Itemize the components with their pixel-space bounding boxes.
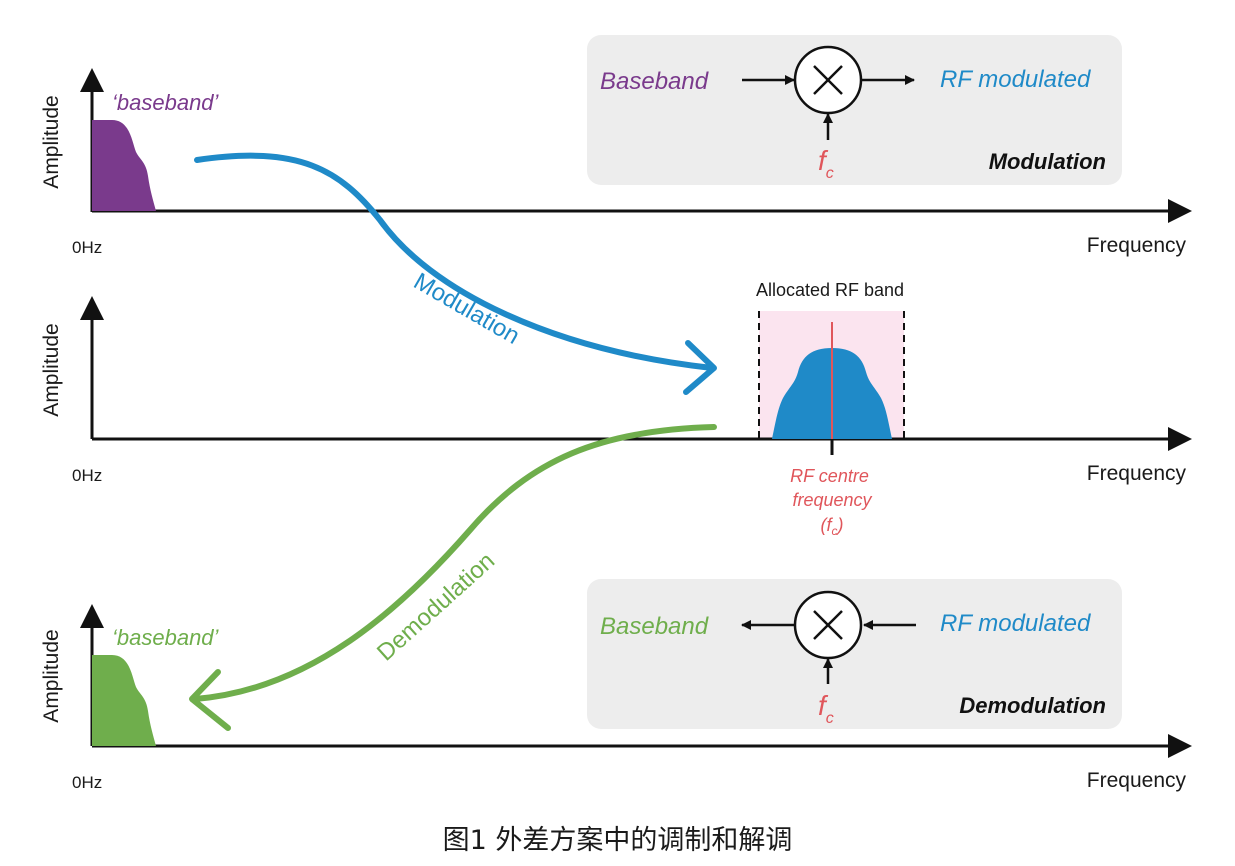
modulation-output-label: RF modulated xyxy=(940,66,1091,93)
demodulation-box: Baseband RF modulated fc Demodulation xyxy=(587,579,1122,729)
demodulation-arrowhead xyxy=(189,669,231,731)
origin-label: 0Hz xyxy=(72,773,102,792)
centre-frequency-label: RF centre frequency xyxy=(790,466,874,510)
origin-label: 0Hz xyxy=(72,466,102,485)
x-axis-arrowhead xyxy=(1168,734,1192,758)
baseband-spectrum xyxy=(92,655,156,746)
x-axis-label: Frequency xyxy=(1087,234,1187,257)
centre-frequency-symbol: (fc) xyxy=(821,515,844,538)
modulation-title: Modulation xyxy=(989,149,1106,174)
signal-label: ‘baseband’ xyxy=(112,90,220,115)
y-axis-arrowhead xyxy=(80,296,104,320)
modulation-box-bg xyxy=(587,35,1122,185)
figure-caption: 图1 外差方案中的调制和解调 xyxy=(442,825,793,856)
modulation-curve xyxy=(194,152,715,371)
mixer-cross-2 xyxy=(813,610,843,640)
signal-label: ‘baseband’ xyxy=(112,625,220,650)
x-axis-label: Frequency xyxy=(1087,769,1187,792)
demodulation-curve xyxy=(192,424,717,702)
modulation-arrow-label: Modulation xyxy=(409,268,524,350)
modulation-box: Baseband RF modulated fc Modulation xyxy=(587,35,1122,185)
baseband-spectrum xyxy=(92,120,156,211)
panel-top: ‘baseband’ Amplitude 0Hz Frequency xyxy=(40,68,1192,257)
band-label: Allocated RF band xyxy=(756,280,904,300)
modulation-arrowhead xyxy=(683,340,717,395)
demodulation-box-bg xyxy=(587,579,1122,729)
y-axis-arrowhead xyxy=(80,68,104,92)
y-axis-label: Amplitude xyxy=(40,629,63,722)
panel-bottom: ‘baseband’ Amplitude 0Hz Frequency xyxy=(40,604,1192,792)
modulation-input-label: Baseband xyxy=(600,68,709,95)
demodulation-title: Demodulation xyxy=(959,693,1106,718)
demodulation-input-label: RF modulated xyxy=(940,610,1091,637)
y-axis-label: Amplitude xyxy=(40,95,63,188)
x-axis-arrowhead xyxy=(1168,427,1192,451)
demodulation-output-label: Baseband xyxy=(600,613,709,640)
x-axis-arrowhead xyxy=(1168,199,1192,223)
mixer-cross-2 xyxy=(813,65,843,95)
panel-middle: Allocated RF band RF centre frequency (f… xyxy=(40,280,1192,538)
origin-label: 0Hz xyxy=(72,238,102,257)
modulation-arrow: Modulation xyxy=(194,152,717,395)
y-axis-label: Amplitude xyxy=(40,323,63,416)
carrier-label: fc xyxy=(818,690,834,727)
carrier-label: fc xyxy=(818,145,834,182)
x-axis-label: Frequency xyxy=(1087,462,1187,485)
y-axis-arrowhead xyxy=(80,604,104,628)
